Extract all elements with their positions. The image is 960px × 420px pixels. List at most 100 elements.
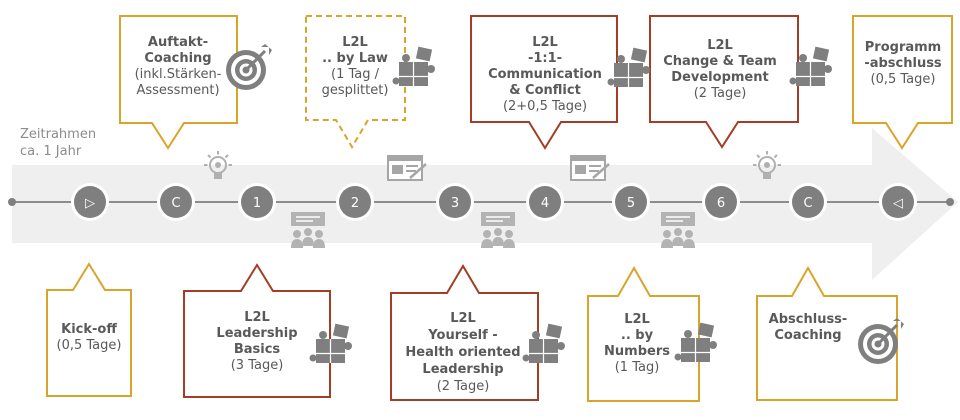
callout-line: Communication bbox=[488, 67, 602, 82]
callout-line: (3 Tage) bbox=[231, 358, 284, 373]
puzzle-icon bbox=[309, 323, 352, 363]
callout-line: & Conflict bbox=[509, 83, 581, 98]
timeline-end-dot bbox=[946, 198, 954, 206]
node-disc bbox=[882, 186, 914, 218]
callout-box bbox=[756, 265, 898, 401]
node-label: 6 bbox=[717, 196, 725, 211]
timeline-node: 5 bbox=[612, 183, 650, 221]
callout-line: (2 Tage) bbox=[694, 86, 747, 101]
callout-line: (2+0,5 Tage) bbox=[503, 99, 587, 114]
timeline-node: ▷ bbox=[71, 183, 109, 221]
callout-kickoff: Kick-off(0,5 Tage) bbox=[46, 262, 132, 397]
webpage-icon bbox=[570, 155, 610, 181]
node-disc bbox=[160, 186, 192, 218]
timeline-node: 3 bbox=[436, 183, 474, 221]
callout-line: Abschluss- bbox=[769, 312, 848, 327]
node-label: 2 bbox=[351, 196, 359, 211]
callout-line: L2L bbox=[707, 38, 733, 53]
node-disc bbox=[74, 186, 106, 218]
callout-line: (1 Tag) bbox=[615, 360, 660, 375]
callout-line: Development bbox=[671, 70, 768, 85]
node-disc bbox=[339, 186, 371, 218]
node-disc bbox=[439, 186, 471, 218]
callout-line: (inkl.Stärken- bbox=[135, 67, 222, 82]
timeline-start-dot bbox=[8, 198, 16, 206]
callout-line: (2 Tage) bbox=[437, 379, 490, 394]
callout-line: Change & Team bbox=[663, 54, 777, 69]
node-label: C bbox=[171, 196, 180, 211]
callout-box bbox=[305, 15, 406, 149]
lightbulb-icon bbox=[753, 151, 781, 179]
callout-onetoone: L2L-1:1-Communication& Conflict(2+0,5 Ta… bbox=[470, 15, 618, 150]
target-icon bbox=[858, 318, 904, 364]
callout-box bbox=[470, 15, 618, 150]
callout-line: Basics bbox=[234, 342, 281, 357]
timeline-nodes: ▷ C 1 2 3 4 5 6 C ◁ bbox=[71, 183, 917, 221]
callout-line: gesplittet) bbox=[322, 83, 389, 98]
callout-box bbox=[649, 15, 799, 149]
timeframe-label-line1: Zeitrahmen bbox=[20, 127, 96, 142]
lightbulb-icon bbox=[204, 151, 232, 179]
node-label: ▷ bbox=[85, 196, 95, 211]
callout-line: Leadership bbox=[216, 326, 297, 341]
callout-line: Coaching bbox=[774, 328, 841, 343]
callout-box bbox=[390, 264, 539, 401]
callout-box bbox=[46, 262, 132, 397]
timeline-node: 6 bbox=[702, 183, 740, 221]
presentation-group-icon bbox=[481, 212, 515, 248]
callout-line: Yourself - bbox=[427, 328, 497, 343]
presentation-group-icon bbox=[661, 212, 695, 248]
node-label: ◁ bbox=[893, 196, 903, 211]
webpage-icon bbox=[387, 155, 427, 181]
callout-line: -abschluss bbox=[864, 56, 942, 71]
callout-line: Kick-off bbox=[61, 322, 117, 337]
callout-line: L2L bbox=[532, 35, 558, 50]
puzzle-icon bbox=[674, 322, 717, 362]
timeline-node: C bbox=[157, 183, 195, 221]
timeline-node: C bbox=[789, 183, 827, 221]
callout-line: Auftakt- bbox=[148, 35, 208, 50]
callout-auftakt: Auftakt-Coaching(inkl.Stärken-Assessment… bbox=[119, 15, 238, 150]
callouts: Auftakt- Coaching (inkl.Stärken-Assessment… bbox=[46, 15, 953, 402]
timeline-node: ◁ bbox=[879, 183, 917, 221]
node-disc bbox=[241, 186, 273, 218]
node-disc bbox=[705, 186, 737, 218]
callout-line: (0,5 Tage) bbox=[57, 338, 122, 353]
callout-coaching-end: Abschluss-Coaching bbox=[756, 265, 898, 401]
callout-line: L2L bbox=[342, 35, 368, 50]
callout-line: L2L bbox=[624, 312, 650, 327]
node-label: 5 bbox=[627, 196, 635, 211]
node-label: 3 bbox=[451, 196, 459, 211]
node-disc bbox=[529, 186, 561, 218]
callout-line: Numbers bbox=[604, 344, 670, 359]
callout-box bbox=[852, 15, 953, 150]
callout-box bbox=[119, 15, 238, 150]
callout-line: L2L bbox=[450, 311, 476, 326]
timeline-node: 2 bbox=[336, 183, 374, 221]
timeline-node: 4 bbox=[526, 183, 564, 221]
callout-line: Leadership bbox=[422, 362, 503, 377]
node-label: 1 bbox=[253, 196, 261, 211]
puzzle-icon bbox=[392, 46, 435, 86]
callout-line: L2L bbox=[244, 310, 270, 325]
callout-line: .. by bbox=[621, 328, 654, 343]
callout-abschluss-prog: Programm-abschluss(0,5 Tage) bbox=[852, 15, 953, 150]
node-disc bbox=[615, 186, 647, 218]
callout-line: Assessment) bbox=[136, 83, 219, 98]
target-icon bbox=[226, 44, 272, 90]
puzzle-icon bbox=[789, 46, 832, 86]
callout-line: .. by Law bbox=[322, 51, 388, 66]
callout-line: (1 Tag / bbox=[331, 67, 380, 82]
callout-box bbox=[183, 263, 331, 398]
presentation-group-icon bbox=[291, 212, 325, 248]
timeline-node: 1 bbox=[238, 183, 276, 221]
callout-line: Programm bbox=[865, 40, 941, 55]
node-label: C bbox=[803, 196, 812, 211]
background-arrow bbox=[12, 128, 958, 280]
callout-box bbox=[587, 265, 700, 402]
